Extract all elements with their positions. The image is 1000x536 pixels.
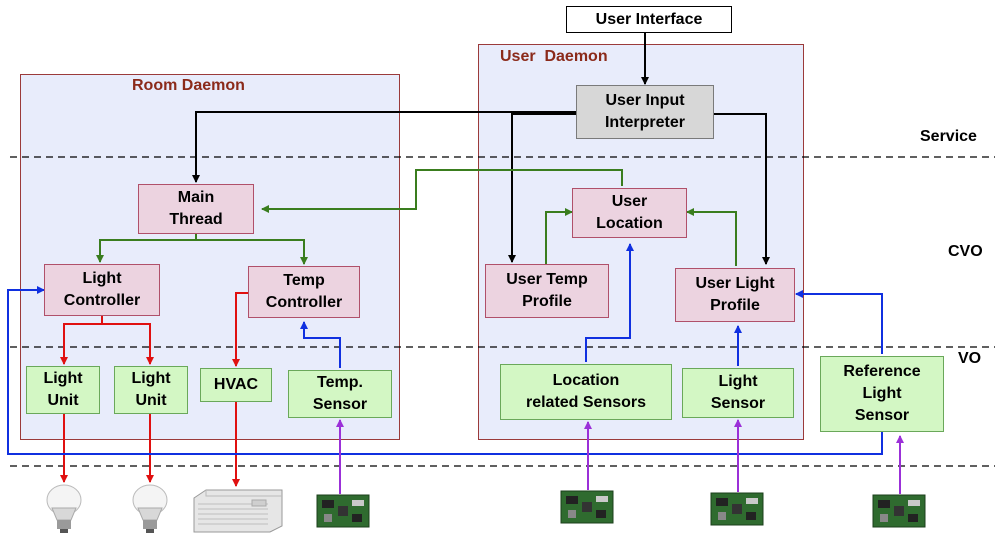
sensor-board-icon <box>560 490 614 524</box>
light-unit-1-node: Light Unit <box>26 366 100 414</box>
user-light-profile-node: User Light Profile <box>675 268 795 322</box>
user-input-interpreter-node: User Input Interpreter <box>576 85 714 139</box>
sensor-board-icon <box>316 494 370 528</box>
temp-sensor-node: Temp. Sensor <box>288 370 392 418</box>
user-location-node: User Location <box>572 188 687 238</box>
wire-interpreter-to-temp-profile <box>508 113 600 263</box>
air-conditioner-icon <box>193 489 283 533</box>
hvac-node: HVAC <box>200 368 272 402</box>
wire-main-thread-split <box>96 232 197 263</box>
user-interface-box: User Interface <box>566 6 732 33</box>
layer-label-vo: VO <box>958 350 982 367</box>
user-temp-profile-node: User Temp Profile <box>485 264 609 318</box>
main-thread-node: Main Thread <box>138 184 254 234</box>
wire-ref-sensor-to-light-ctrl <box>7 286 883 455</box>
wire-light-ctrl-to-unit2 <box>102 323 154 365</box>
wire-location-to-main-thread <box>261 169 623 213</box>
light-sensor-node: Light Sensor <box>682 368 794 418</box>
wire-location-sensors-to-location <box>585 243 634 362</box>
light-bulb-icon <box>132 484 168 533</box>
wire-temp-sensor-to-ctrl <box>300 321 341 368</box>
reference-light-sensor-node: Reference Light Sensor <box>820 356 944 432</box>
layer-label-cvo: CVO <box>948 243 983 260</box>
wire-interpreter-to-main-thread <box>192 111 576 183</box>
temp-controller-node: Temp Controller <box>248 266 360 318</box>
wire-ref-sensor-to-profile <box>795 290 883 354</box>
sensor-board-icon <box>710 492 764 526</box>
wire-temp-ctrl-to-hvac <box>232 292 248 367</box>
wire-main-thread-to-temp <box>196 239 308 265</box>
light-controller-node: Light Controller <box>44 264 160 316</box>
location-related-sensors-node: Location related Sensors <box>500 364 672 420</box>
wire-light-profile-to-location <box>686 208 737 266</box>
sensor-board-icon <box>872 494 926 528</box>
wire-temp-profile-to-location <box>545 208 573 264</box>
light-bulb-icon <box>46 484 82 533</box>
room-daemon-title: Room Daemon <box>132 77 245 94</box>
wire-light-ctrl-split <box>60 316 103 365</box>
light-unit-2-node: Light Unit <box>114 366 188 414</box>
user-daemon-title: User Daemon <box>500 48 608 65</box>
wire-interpreter-to-light-profile <box>714 113 770 265</box>
layer-label-service: Service <box>920 128 977 145</box>
